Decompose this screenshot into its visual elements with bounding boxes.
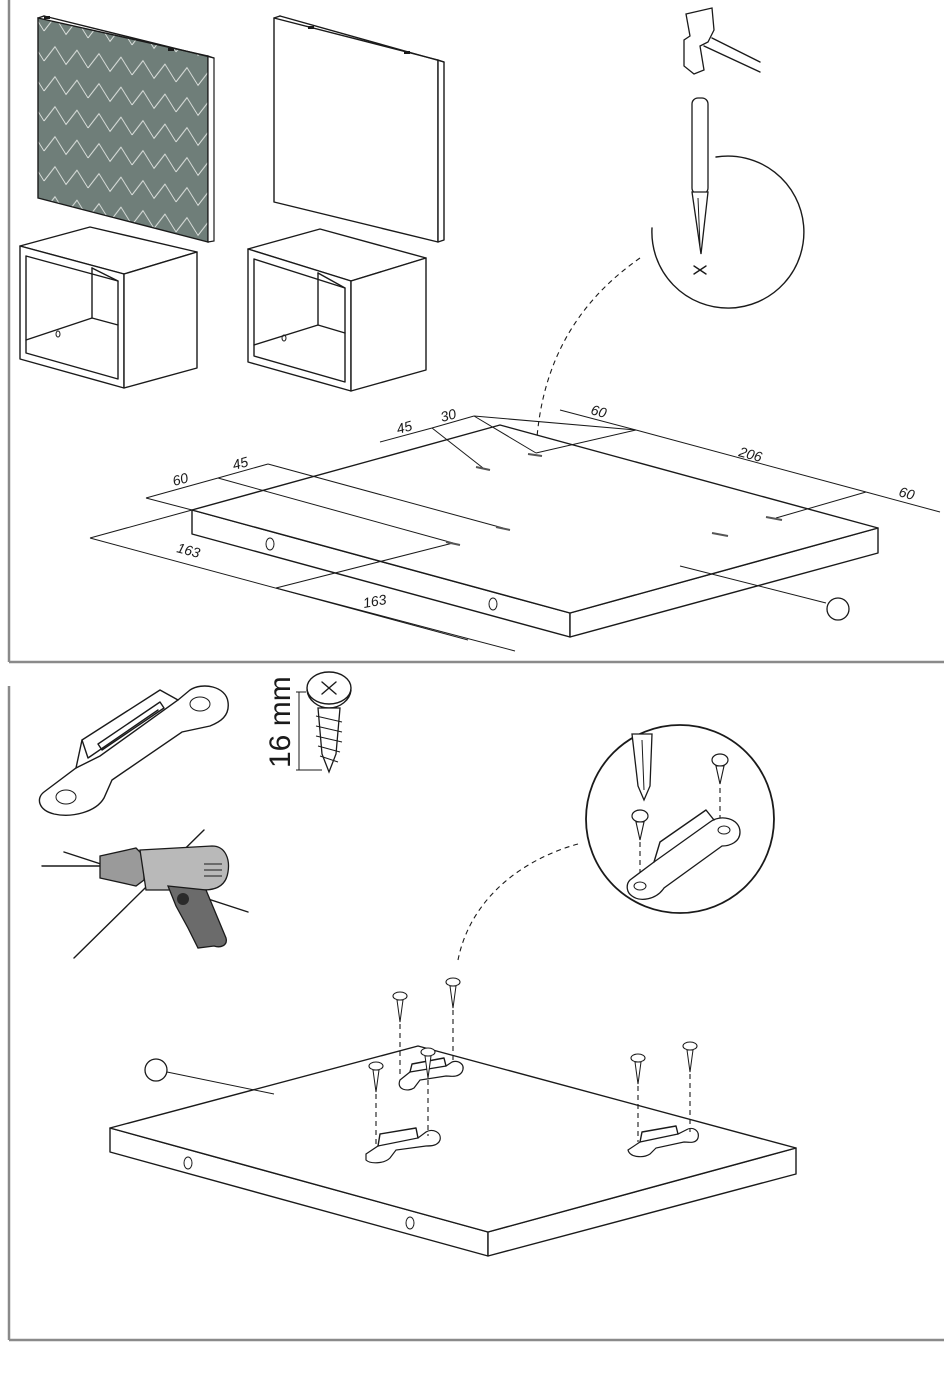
dim-60-left: 60 [171,469,190,489]
screw-icon [631,1054,645,1084]
board-step1 [192,425,878,637]
part-marker-circle [827,598,849,620]
patterned-door-panel [38,16,214,242]
cube-cabinet-left [20,227,197,388]
screw-icon [393,992,407,1022]
detail-leader-dashed [458,844,578,960]
hammer-icon [684,8,760,74]
nail-awl-icon [692,98,708,254]
dim-206: 206 [736,443,764,465]
dim-163-inner: 163 [362,591,388,611]
drill-mark [694,266,706,274]
cube-cabinet-right [248,229,426,391]
screwdriver-detail-circle [586,725,774,913]
screw-icon [446,978,460,1008]
dim-30-top: 30 [439,405,458,425]
drill-icon [42,830,248,958]
screw-length-label: 16 mm [264,676,297,768]
dim-60-right: 60 [897,483,916,503]
screw-icon [683,1042,697,1072]
marker-leader [167,1072,274,1094]
part-marker-circle [145,1059,167,1081]
plain-door-panel [274,16,444,242]
dim-163-front: 163 [175,539,202,561]
board-step2 [110,1046,796,1256]
awl-detail-circle [652,98,804,308]
bracket-icon [39,686,228,815]
screw-icon [307,672,351,772]
